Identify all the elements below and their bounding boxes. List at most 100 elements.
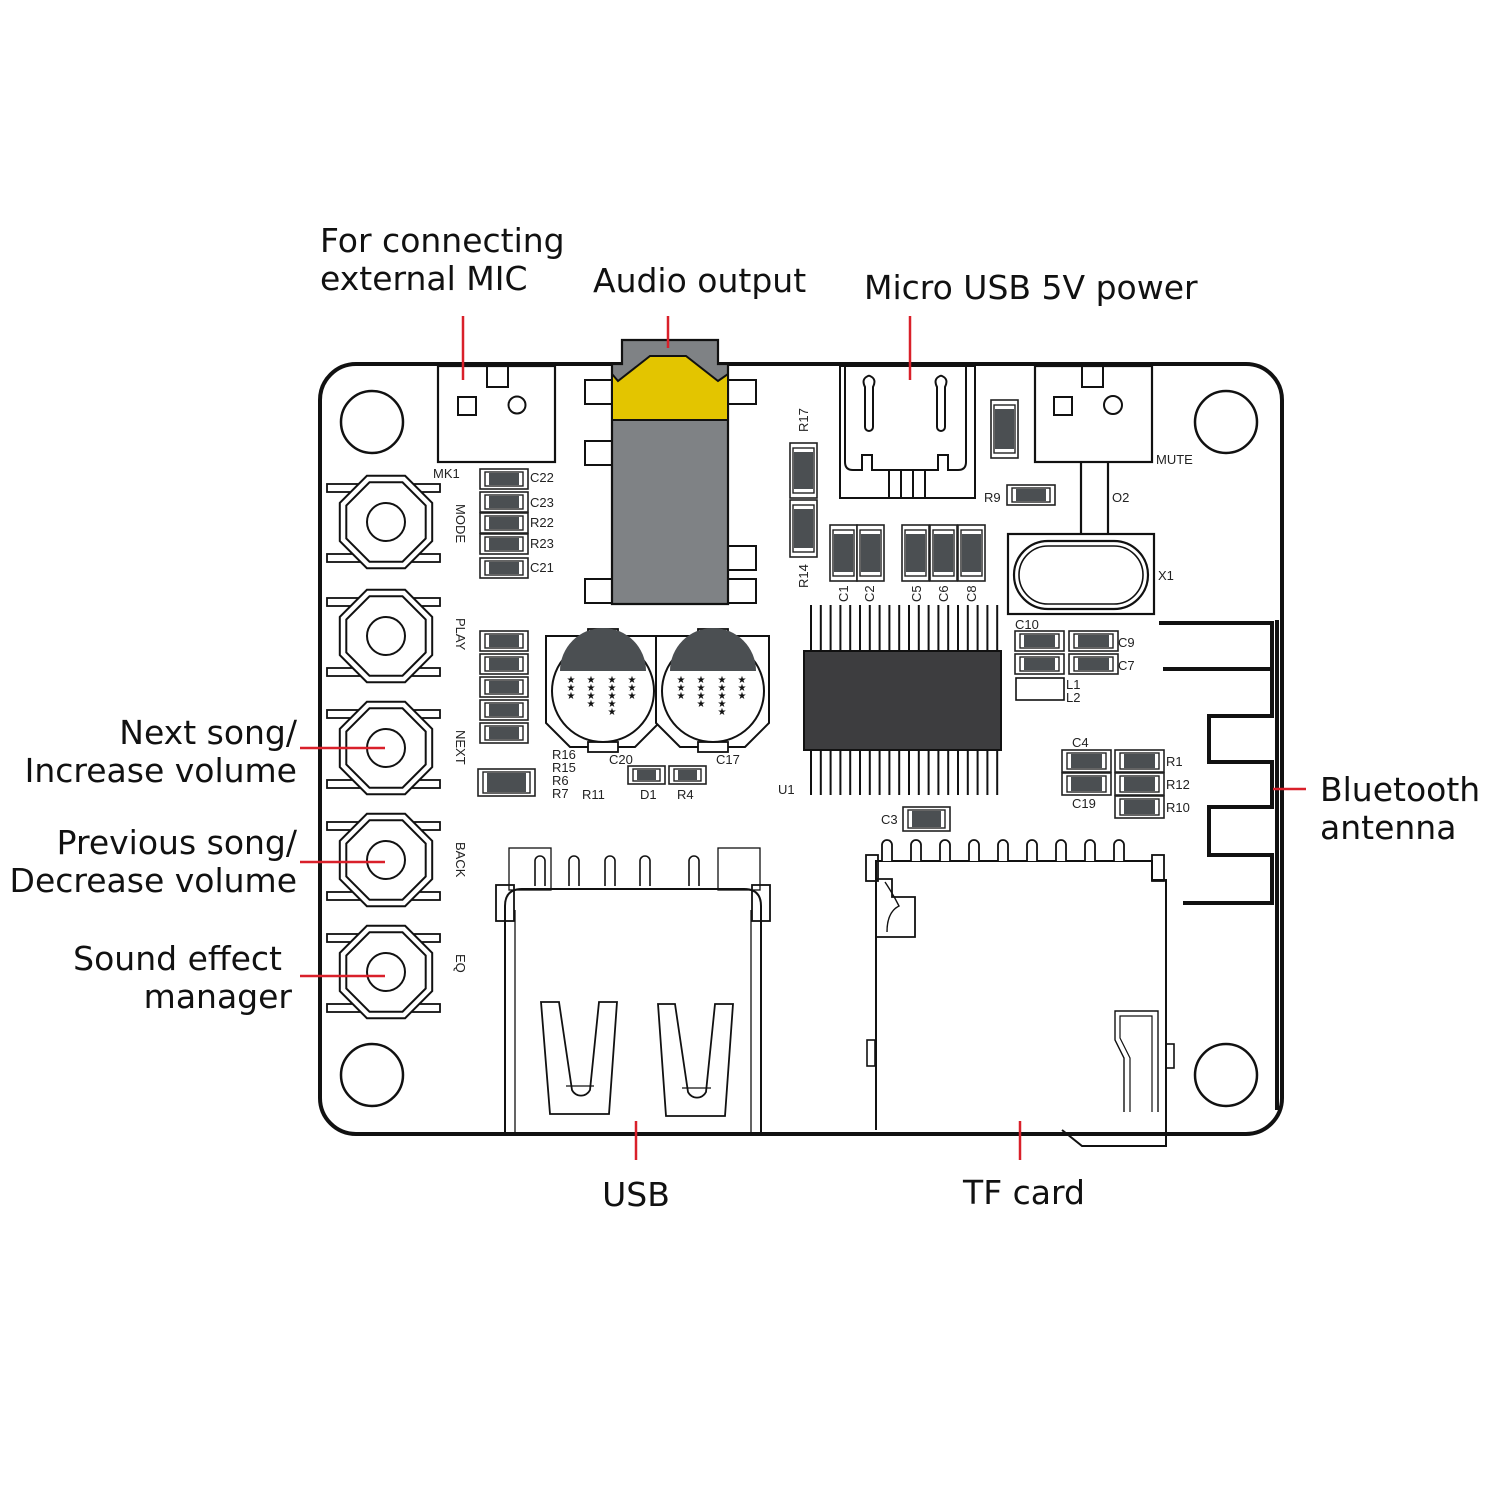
silk-l2: L2 [1066, 690, 1080, 705]
silk-o2: O2 [1112, 490, 1129, 505]
silk-c7: C7 [1118, 658, 1135, 673]
tf-pin [910, 839, 922, 861]
silk-l1: L1 [1066, 677, 1080, 692]
button-cap [366, 616, 406, 656]
bluetooth-antenna [1159, 620, 1279, 1110]
mic-connector [436, 364, 557, 464]
capacitor-c20: ★★★★★★★★★★★★★★★ [545, 628, 660, 753]
callout-back-line2: Decrease volume [10, 861, 297, 900]
polarity-star: ★ [718, 699, 727, 710]
polarity-star: ★ [608, 699, 617, 710]
smd-components [477, 399, 1165, 832]
button-mode[interactable]: MODE [326, 474, 468, 570]
silk-c3: C3 [881, 812, 898, 827]
button-cap [366, 502, 406, 542]
callout-usb: USB [602, 1175, 670, 1214]
polarity-star: ★ [587, 699, 596, 710]
silk-c4: C4 [1072, 735, 1089, 750]
callout-mic-line1: For connecting [320, 221, 565, 260]
silk-c2: C2 [862, 585, 877, 602]
smd-part [477, 768, 536, 797]
silk-c10: C10 [1015, 617, 1039, 632]
button-back[interactable]: BACK [326, 812, 468, 908]
polarity-star: ★ [677, 675, 686, 686]
button-cap [366, 952, 406, 992]
callout-power: Micro USB 5V power [864, 268, 1198, 307]
smd-part [1061, 749, 1112, 773]
smd-part [1114, 795, 1165, 819]
button-play[interactable]: PLAY [326, 588, 468, 684]
usb-a-connector [495, 847, 771, 1133]
silk-r14: R14 [796, 564, 811, 588]
tf-pin [968, 839, 980, 861]
mounting-hole-top-left [339, 389, 405, 455]
smd-part [479, 722, 529, 744]
mounting-hole-top-right [1193, 389, 1259, 455]
button-label: MODE [453, 504, 468, 543]
tf-pin [881, 839, 893, 861]
smd-part [990, 399, 1019, 459]
silk-d1: D1 [640, 787, 657, 802]
smd-part [479, 512, 529, 534]
smd-part [479, 557, 529, 579]
polarity-star: ★ [697, 699, 706, 710]
polarity-star: ★ [587, 683, 596, 694]
tactile-buttons: MODE PLAY NEXT BACK EQ [326, 474, 468, 1020]
chip-u1 [803, 605, 1002, 795]
polarity-star: ★ [608, 675, 617, 686]
smd-part [1014, 653, 1065, 675]
silk-c20: C20 [609, 752, 633, 767]
smd-part [1068, 653, 1119, 675]
silk-r16: R16 [552, 747, 576, 762]
silk-r15: R15 [552, 760, 576, 775]
polarity-star: ★ [697, 683, 706, 694]
polarity-star: ★ [738, 691, 747, 702]
smd-part [668, 765, 707, 785]
callout-bluetooth-line2: antenna [1320, 808, 1456, 847]
tf-pin [1026, 839, 1038, 861]
smd-part [829, 524, 858, 582]
silk-r12: R12 [1166, 777, 1190, 792]
tf-pin [1084, 839, 1096, 861]
inductor-l1-l2 [1015, 677, 1065, 701]
silk-c1: C1 [836, 585, 851, 602]
silk-mk1: MK1 [433, 466, 460, 481]
polarity-star: ★ [697, 675, 706, 686]
polarity-star: ★ [608, 691, 617, 702]
smd-part [479, 630, 529, 652]
polarity-star: ★ [677, 691, 686, 702]
polarity-star: ★ [628, 675, 637, 686]
smd-part [1114, 772, 1165, 796]
smd-part [1114, 749, 1165, 773]
polarity-star: ★ [718, 707, 727, 718]
silk-c21: C21 [530, 560, 554, 575]
silk-r9: R9 [984, 490, 1001, 505]
silk-r11: R11 [582, 787, 605, 802]
silk-r6: R6 [552, 773, 569, 788]
callout-eq-line1: Sound effect [73, 939, 282, 978]
mounting-hole-bottom-left [339, 1042, 405, 1108]
button-label: NEXT [453, 730, 468, 765]
button-next[interactable]: NEXT [326, 700, 468, 796]
callout-back-line1: Previous song/ [57, 823, 298, 862]
smd-part [856, 524, 885, 582]
button-label: PLAY [453, 618, 468, 651]
silk-r17: R17 [796, 408, 811, 432]
mute-connector [1033, 364, 1154, 534]
tf-pin [1113, 839, 1125, 861]
smd-part [479, 491, 529, 513]
callout-mic-line2: external MIC [320, 259, 528, 298]
callout-eq-line2: manager [144, 977, 293, 1016]
callout-tf: TF card [962, 1173, 1085, 1212]
button-eq[interactable]: EQ [326, 924, 468, 1020]
silk-c8: C8 [964, 585, 979, 602]
silk-mute: MUTE [1156, 452, 1193, 467]
silk-r1: R1 [1166, 754, 1183, 769]
smd-part [479, 468, 529, 490]
polarity-star: ★ [587, 691, 596, 702]
callout-bluetooth-line1: Bluetooth [1320, 770, 1480, 809]
polarity-star: ★ [718, 683, 727, 694]
silk-c22: C22 [530, 470, 554, 485]
smd-part [1061, 772, 1112, 796]
